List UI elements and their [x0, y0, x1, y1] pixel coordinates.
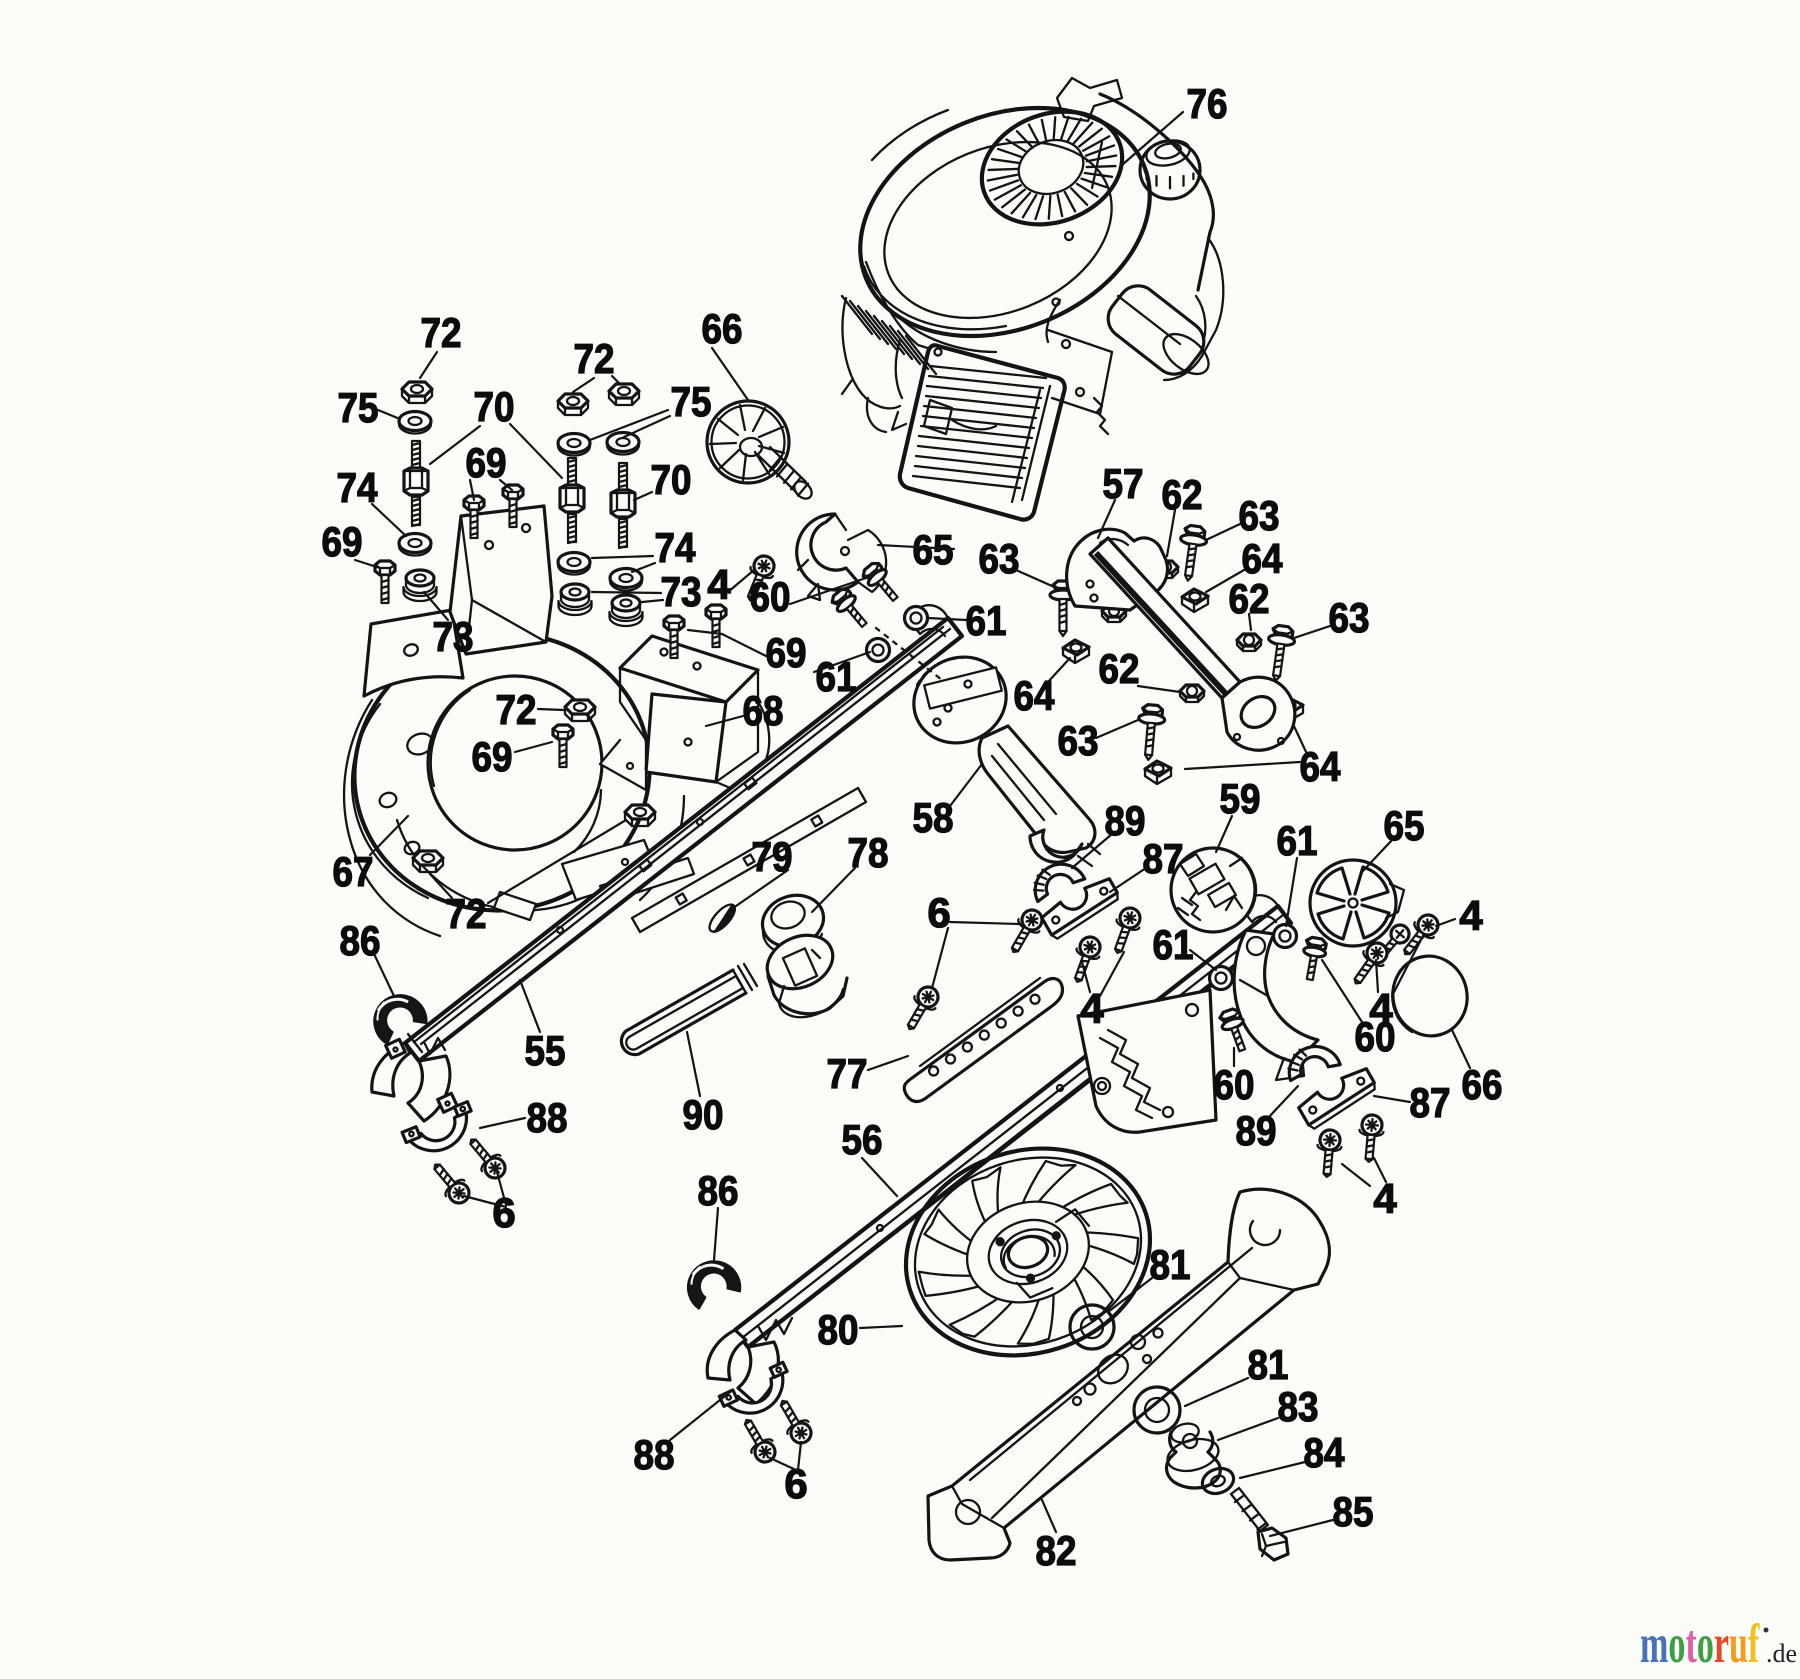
svg-text:85: 85 — [1333, 1488, 1374, 1535]
svg-text:60: 60 — [1214, 1061, 1255, 1108]
svg-text:4: 4 — [707, 561, 731, 608]
svg-text:60: 60 — [750, 573, 791, 620]
svg-text:69: 69 — [472, 733, 513, 780]
svg-text:76: 76 — [1187, 80, 1228, 127]
svg-text:82: 82 — [1036, 1527, 1077, 1574]
svg-text:56: 56 — [842, 1116, 883, 1163]
svg-text:72: 72 — [421, 309, 462, 356]
svg-text:84: 84 — [1304, 1429, 1346, 1476]
svg-text:63: 63 — [1239, 492, 1280, 539]
svg-text:69: 69 — [466, 439, 507, 486]
svg-text:81: 81 — [1248, 1341, 1289, 1388]
svg-text:72: 72 — [574, 335, 615, 382]
svg-text:67: 67 — [333, 848, 374, 895]
svg-text:.de: .de — [1766, 1639, 1797, 1668]
svg-text:69: 69 — [766, 629, 807, 676]
svg-text:75: 75 — [671, 378, 712, 425]
svg-text:87: 87 — [1410, 1079, 1451, 1126]
svg-text:88: 88 — [634, 1431, 675, 1478]
svg-text:72: 72 — [496, 686, 537, 733]
svg-text:59: 59 — [1220, 775, 1261, 822]
svg-text:77: 77 — [827, 1050, 868, 1097]
svg-text:64: 64 — [1014, 672, 1056, 719]
svg-text:55: 55 — [525, 1027, 566, 1074]
svg-text:90: 90 — [683, 1091, 724, 1138]
svg-text:73: 73 — [661, 568, 702, 615]
svg-text:4: 4 — [1369, 985, 1393, 1032]
svg-text:89: 89 — [1105, 797, 1146, 844]
svg-text:70: 70 — [651, 456, 692, 503]
svg-text:4: 4 — [1459, 892, 1483, 939]
svg-text:66: 66 — [702, 305, 743, 352]
svg-text:58: 58 — [913, 794, 954, 841]
svg-text:75: 75 — [338, 384, 379, 431]
svg-text:74: 74 — [655, 524, 697, 571]
svg-text:87: 87 — [1143, 835, 1184, 882]
svg-text:62: 62 — [1099, 645, 1140, 692]
svg-text:63: 63 — [979, 535, 1020, 582]
svg-text:61: 61 — [1277, 817, 1318, 864]
svg-text:57: 57 — [1103, 460, 1144, 507]
svg-text:81: 81 — [1150, 1241, 1191, 1288]
svg-text:83: 83 — [1278, 1383, 1319, 1430]
svg-text:61: 61 — [816, 653, 857, 700]
svg-text:61: 61 — [966, 597, 1007, 644]
svg-text:62: 62 — [1162, 471, 1203, 518]
svg-text:70: 70 — [474, 383, 515, 430]
svg-text:6: 6 — [492, 1189, 515, 1236]
svg-text:66: 66 — [1462, 1061, 1503, 1108]
svg-text:73: 73 — [433, 613, 474, 660]
svg-text:68: 68 — [743, 687, 784, 734]
svg-text:80: 80 — [818, 1306, 859, 1353]
svg-text:4: 4 — [1080, 985, 1104, 1032]
svg-text:61: 61 — [1153, 921, 1194, 968]
svg-text:motoruf: motoruf — [1640, 1613, 1760, 1674]
svg-text:88: 88 — [527, 1094, 568, 1141]
svg-text:86: 86 — [698, 1167, 739, 1214]
svg-text:64: 64 — [1242, 535, 1284, 582]
svg-text:63: 63 — [1329, 594, 1370, 641]
svg-text:79: 79 — [752, 833, 793, 880]
svg-text:63: 63 — [1058, 717, 1099, 764]
svg-text:69: 69 — [322, 518, 363, 565]
